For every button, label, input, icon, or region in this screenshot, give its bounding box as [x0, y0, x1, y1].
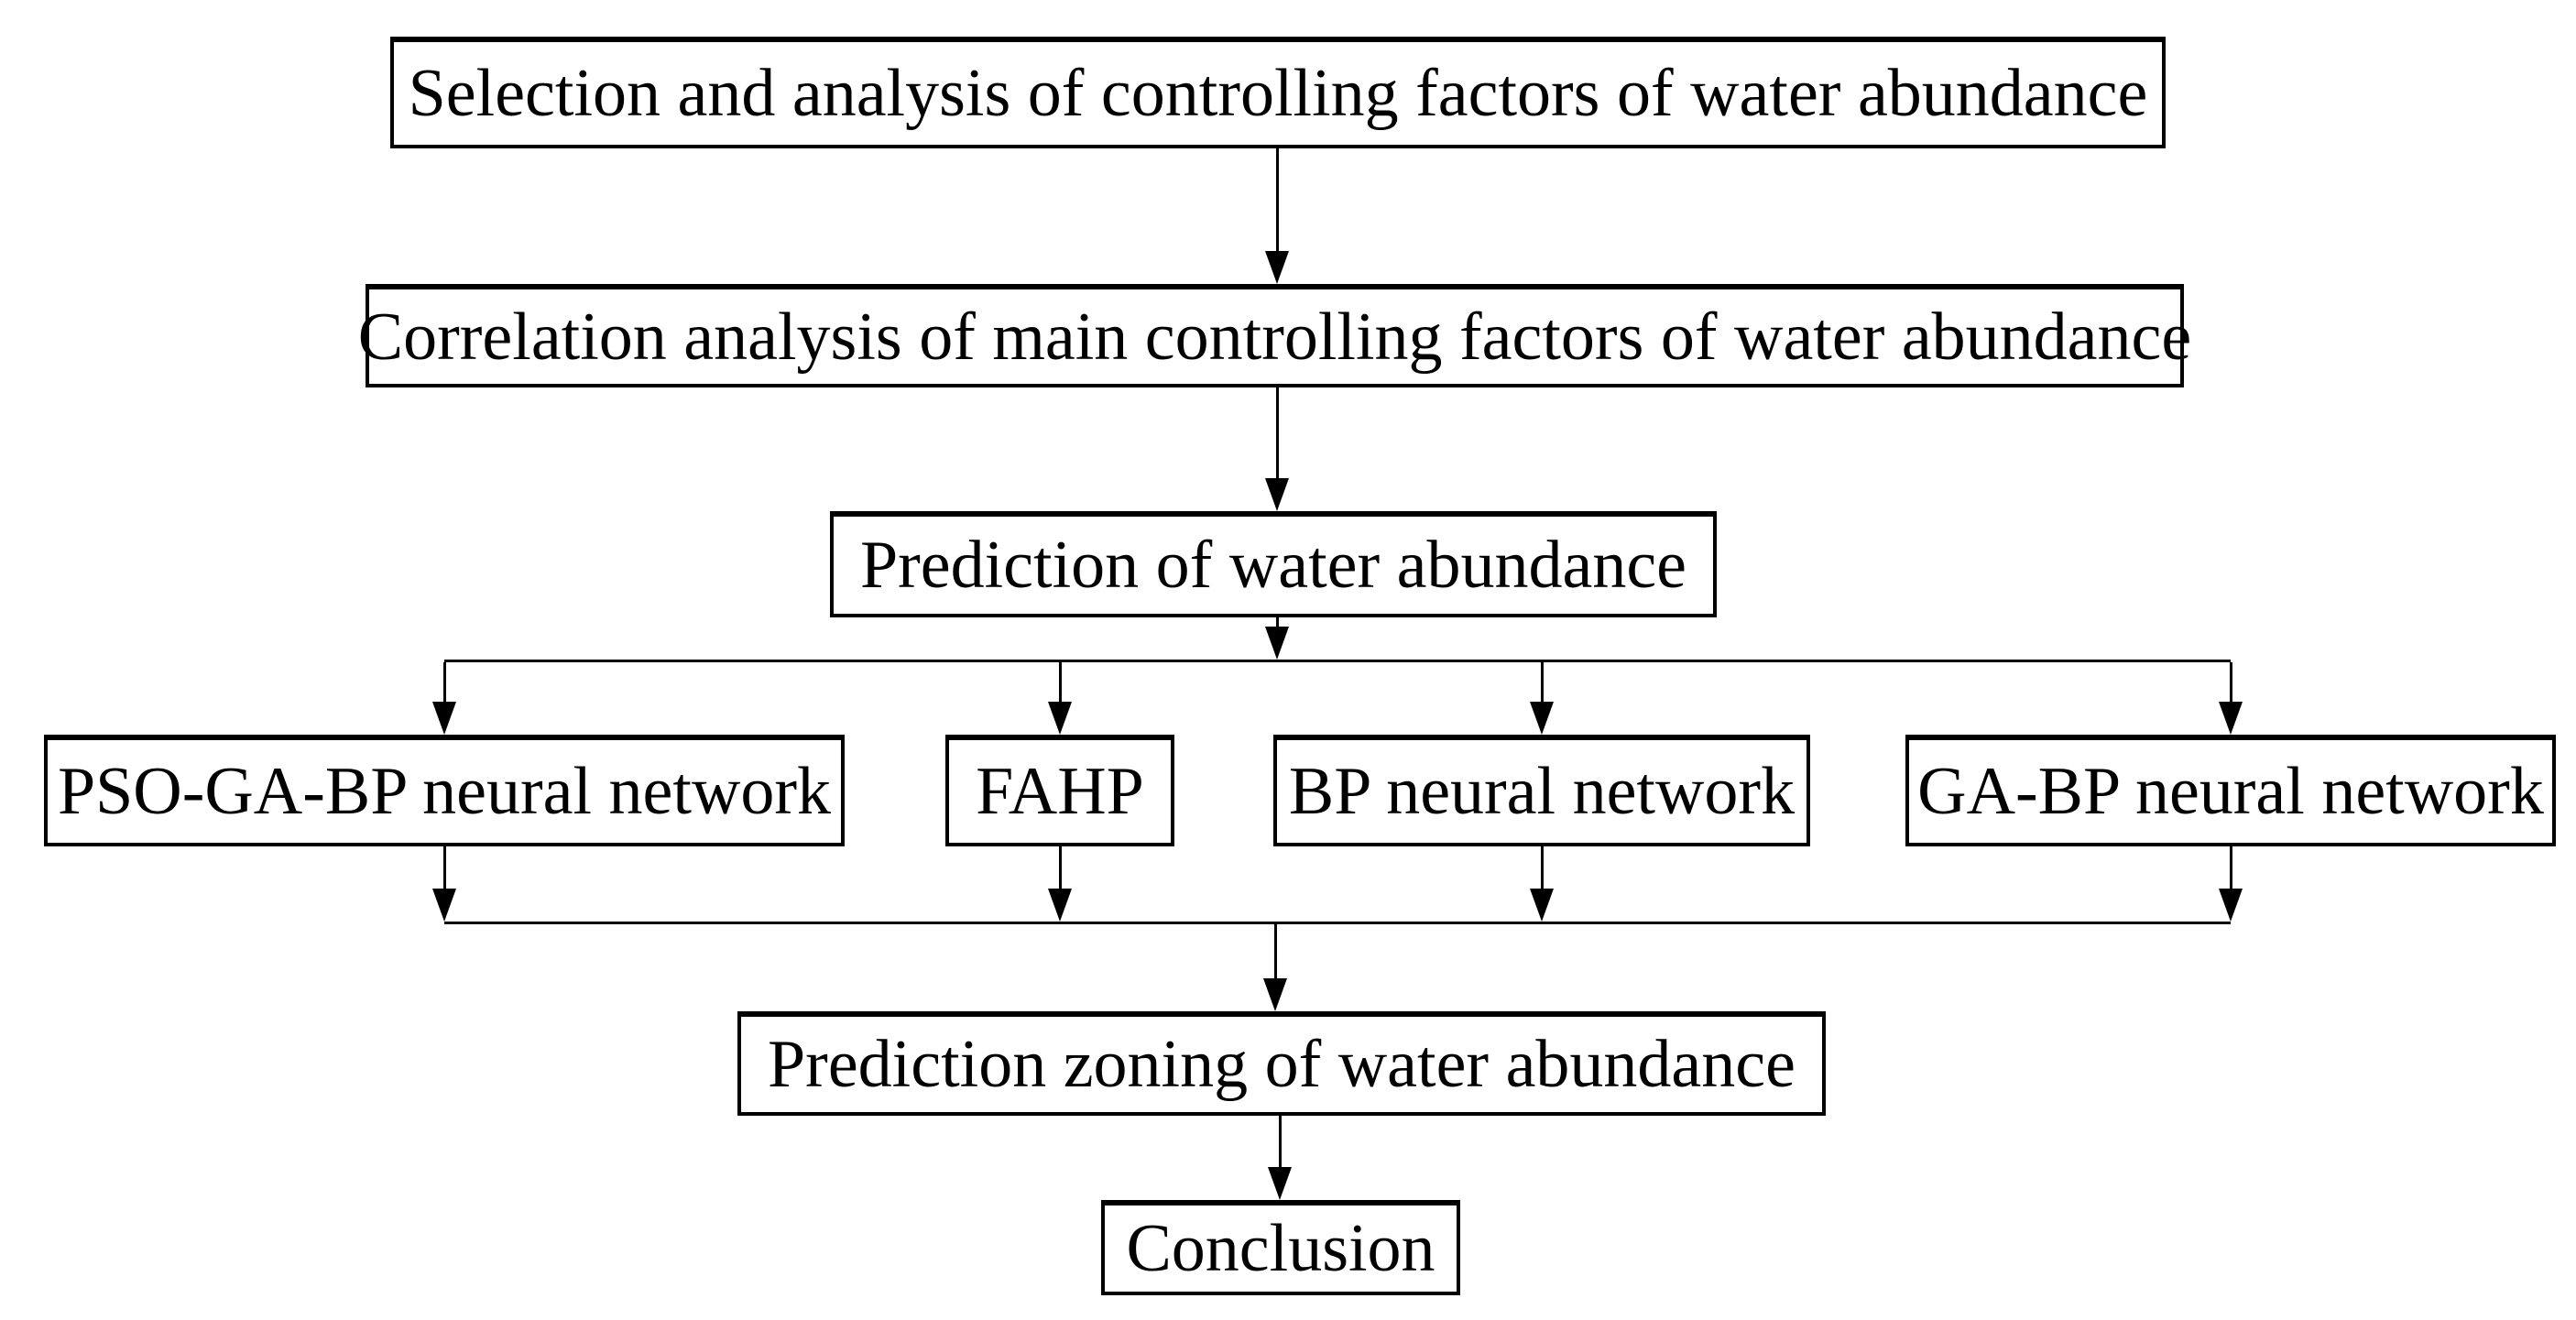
node-ga-bp: GA-BP neural network: [1905, 735, 2556, 846]
edge-branch-bp-arrowhead: [1530, 702, 1554, 735]
edge-pso-collector-arrowhead: [432, 889, 456, 922]
edge-zoning-conclusion-line: [1279, 1116, 1282, 1167]
node-correlation-analysis: Correlation analysis of main controlling…: [358, 284, 2191, 387]
edge-collector-zoning-arrowhead: [1263, 978, 1287, 1011]
node-zoning: Prediction zoning of water abundance: [737, 1011, 1826, 1116]
edge-selection-correlation-line: [1276, 148, 1279, 251]
edge-bp-collector-line: [1541, 846, 1544, 889]
edge-branch-pso-line: [443, 662, 446, 702]
edge-correlation-prediction-arrowhead: [1265, 478, 1289, 511]
edge-bp-collector-arrowhead: [1530, 889, 1554, 922]
edge-selection-correlation-arrowhead: [1265, 251, 1289, 284]
edge-branch-gabp-line: [2230, 662, 2232, 702]
edge-gabp-collector-arrowhead: [2219, 889, 2243, 922]
edge-prediction-branch-line: [1276, 617, 1279, 627]
node-bp: BP neural network: [1273, 735, 1810, 846]
edge-branch-gabp-arrowhead: [2219, 702, 2243, 735]
edge-branch-fahp-line: [1059, 662, 1062, 702]
edge-branch-fahp-arrowhead: [1048, 702, 1072, 735]
edge-gabp-collector-line: [2230, 846, 2232, 889]
branch-distribution-line: [444, 660, 2231, 662]
edge-pso-collector-line: [443, 846, 446, 889]
edge-fahp-collector-line: [1059, 846, 1062, 889]
node-prediction: Prediction of water abundance: [830, 511, 1717, 617]
node-fahp: FAHP: [945, 735, 1174, 846]
edge-zoning-conclusion-arrowhead: [1268, 1167, 1292, 1200]
node-conclusion: Conclusion: [1101, 1200, 1460, 1295]
edge-prediction-branch-arrowhead: [1265, 627, 1289, 660]
node-selection-analysis: Selection and analysis of controlling fa…: [390, 37, 2166, 148]
edge-correlation-prediction-line: [1276, 387, 1279, 478]
edge-branch-pso-arrowhead: [432, 702, 456, 735]
node-pso-ga-bp: PSO-GA-BP neural network: [44, 735, 845, 846]
edge-branch-bp-line: [1541, 662, 1544, 702]
edge-collector-zoning-line: [1274, 924, 1277, 978]
collector-line: [444, 922, 2231, 924]
edge-fahp-collector-arrowhead: [1048, 889, 1072, 922]
